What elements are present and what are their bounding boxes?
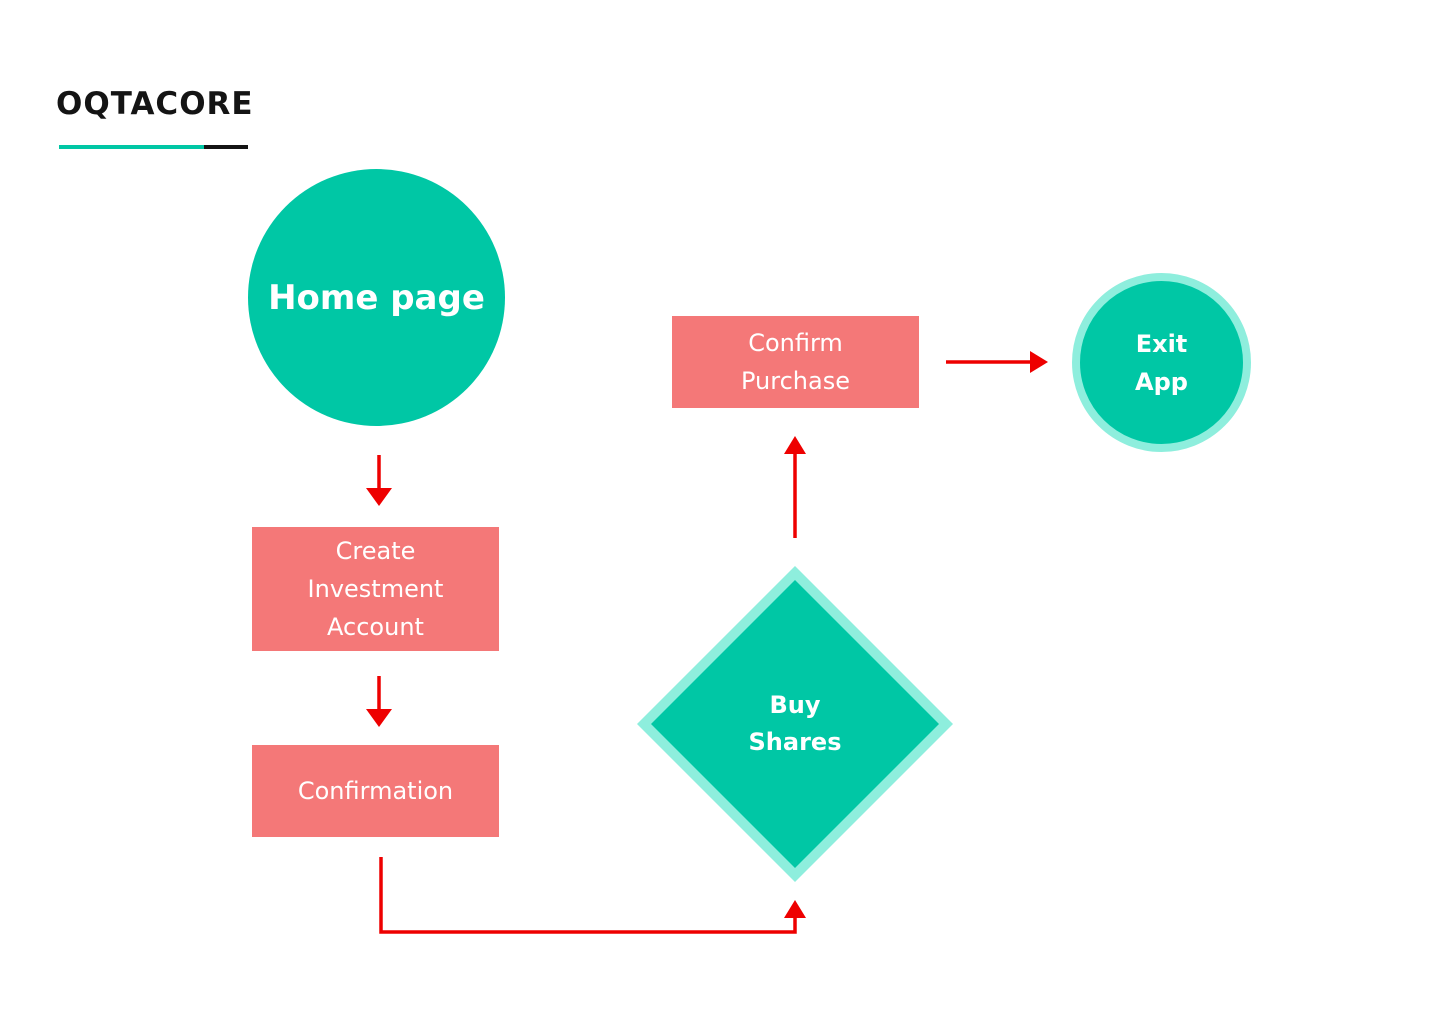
arrow-confirm-purchase-to-exit-head	[1030, 351, 1048, 373]
brand-logo: OQTACORE	[56, 86, 254, 122]
logo-underline-accent	[59, 145, 204, 149]
node-buy-shares-label: Buy Shares	[748, 691, 842, 756]
node-confirmation-label: Confirmation	[297, 777, 454, 805]
node-confirm-purchase: Confirm Purchase	[672, 316, 919, 408]
logo-underline-dark	[204, 145, 248, 149]
node-home-page-label: Home page	[268, 277, 485, 318]
node-create-investment-account-label: Create Investment Account	[307, 537, 444, 641]
buy-shares-diamond-fill	[651, 580, 939, 868]
node-exit-app: Exit App	[1072, 273, 1251, 452]
node-exit-app-label: Exit App	[1135, 329, 1188, 396]
node-create-investment-account: Create Investment Account	[252, 527, 499, 651]
arrow-home-to-create-head	[366, 488, 392, 506]
arrow-buy-shares-to-confirm-purchase-head	[784, 436, 806, 454]
arrow-create-to-confirmation-head	[366, 709, 392, 727]
node-buy-shares-shape	[637, 566, 953, 882]
node-home-page: Home page	[248, 169, 505, 426]
node-confirmation: Confirmation	[252, 745, 499, 837]
logo-underline	[59, 145, 248, 149]
arrow-confirmation-to-buy-shares-head	[784, 900, 806, 918]
node-confirm-purchase-label: Confirm Purchase	[741, 329, 850, 395]
